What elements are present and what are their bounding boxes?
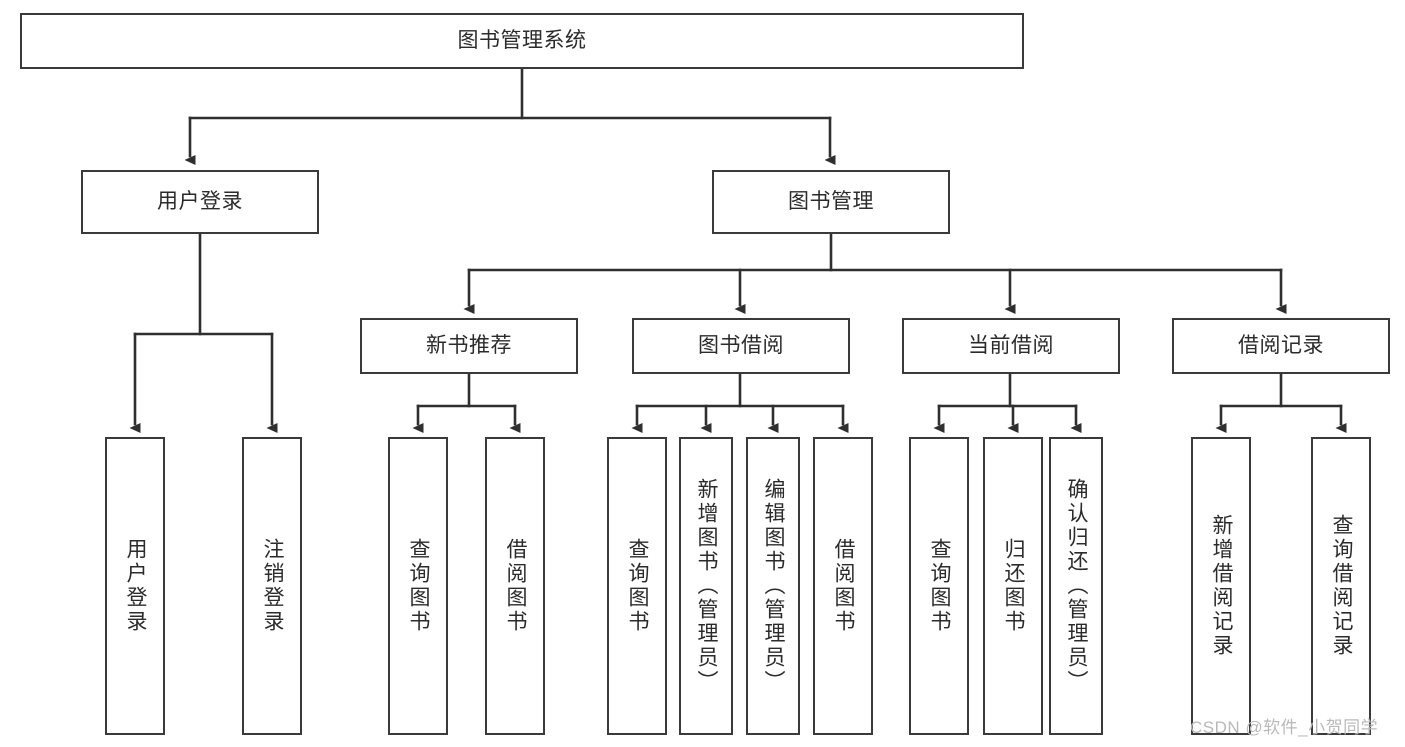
node-label: 当前借阅 bbox=[968, 333, 1054, 357]
node-leaf-query-book-2[interactable]: 查询图书 bbox=[607, 437, 667, 735]
node-user-login[interactable]: 用户登录 bbox=[81, 170, 319, 234]
node-label: 借阅图书 bbox=[504, 538, 528, 634]
node-new-book-recommend[interactable]: 新书推荐 bbox=[360, 318, 578, 374]
node-borrow-record[interactable]: 借阅记录 bbox=[1172, 318, 1390, 374]
node-label: 借阅记录 bbox=[1238, 333, 1324, 357]
node-label: 图书管理 bbox=[788, 189, 874, 213]
node-label: 图书管理系统 bbox=[457, 28, 587, 52]
node-leaf-edit-book-admin[interactable]: 编辑图书（管理员） bbox=[746, 437, 800, 735]
watermark-text: CSDN @软件_小贺同学 bbox=[1190, 718, 1379, 737]
node-label: 归还图书 bbox=[1002, 538, 1026, 634]
node-leaf-user-login[interactable]: 用户登录 bbox=[105, 437, 165, 735]
node-label: 用户登录 bbox=[157, 189, 243, 213]
node-book-manage[interactable]: 图书管理 bbox=[712, 170, 950, 234]
node-label: 查询图书 bbox=[407, 538, 431, 634]
node-book-borrow[interactable]: 图书借阅 bbox=[632, 318, 850, 374]
node-label: 新书推荐 bbox=[426, 333, 512, 357]
node-current-borrow[interactable]: 当前借阅 bbox=[902, 318, 1120, 374]
node-leaf-user-logout[interactable]: 注销登录 bbox=[242, 437, 302, 735]
node-leaf-query-book-1[interactable]: 查询图书 bbox=[388, 437, 448, 735]
node-leaf-borrow-book-2[interactable]: 借阅图书 bbox=[813, 437, 873, 735]
node-leaf-add-book-admin[interactable]: 新增图书（管理员） bbox=[679, 437, 733, 735]
node-label: 新增图书（管理员） bbox=[695, 478, 719, 694]
node-label: 注销登录 bbox=[261, 538, 285, 634]
node-leaf-confirm-return-admin[interactable]: 确认归还（管理员） bbox=[1049, 437, 1103, 735]
node-leaf-borrow-book-1[interactable]: 借阅图书 bbox=[485, 437, 545, 735]
node-leaf-return-book[interactable]: 归还图书 bbox=[983, 437, 1043, 735]
node-leaf-query-borrow-record[interactable]: 查询借阅记录 bbox=[1311, 437, 1371, 735]
node-label: 查询图书 bbox=[928, 538, 952, 634]
node-label: 用户登录 bbox=[124, 538, 148, 634]
node-label: 查询图书 bbox=[626, 538, 650, 634]
node-leaf-query-book-3[interactable]: 查询图书 bbox=[909, 437, 969, 735]
node-label: 查询借阅记录 bbox=[1330, 514, 1354, 658]
node-label: 新增借阅记录 bbox=[1210, 514, 1234, 658]
node-label: 借阅图书 bbox=[832, 538, 856, 634]
node-leaf-add-borrow-record[interactable]: 新增借阅记录 bbox=[1191, 437, 1251, 735]
node-label: 图书借阅 bbox=[698, 333, 784, 357]
node-label: 编辑图书（管理员） bbox=[762, 478, 786, 694]
node-label: 确认归还（管理员） bbox=[1065, 478, 1089, 694]
node-root[interactable]: 图书管理系统 bbox=[20, 13, 1024, 69]
